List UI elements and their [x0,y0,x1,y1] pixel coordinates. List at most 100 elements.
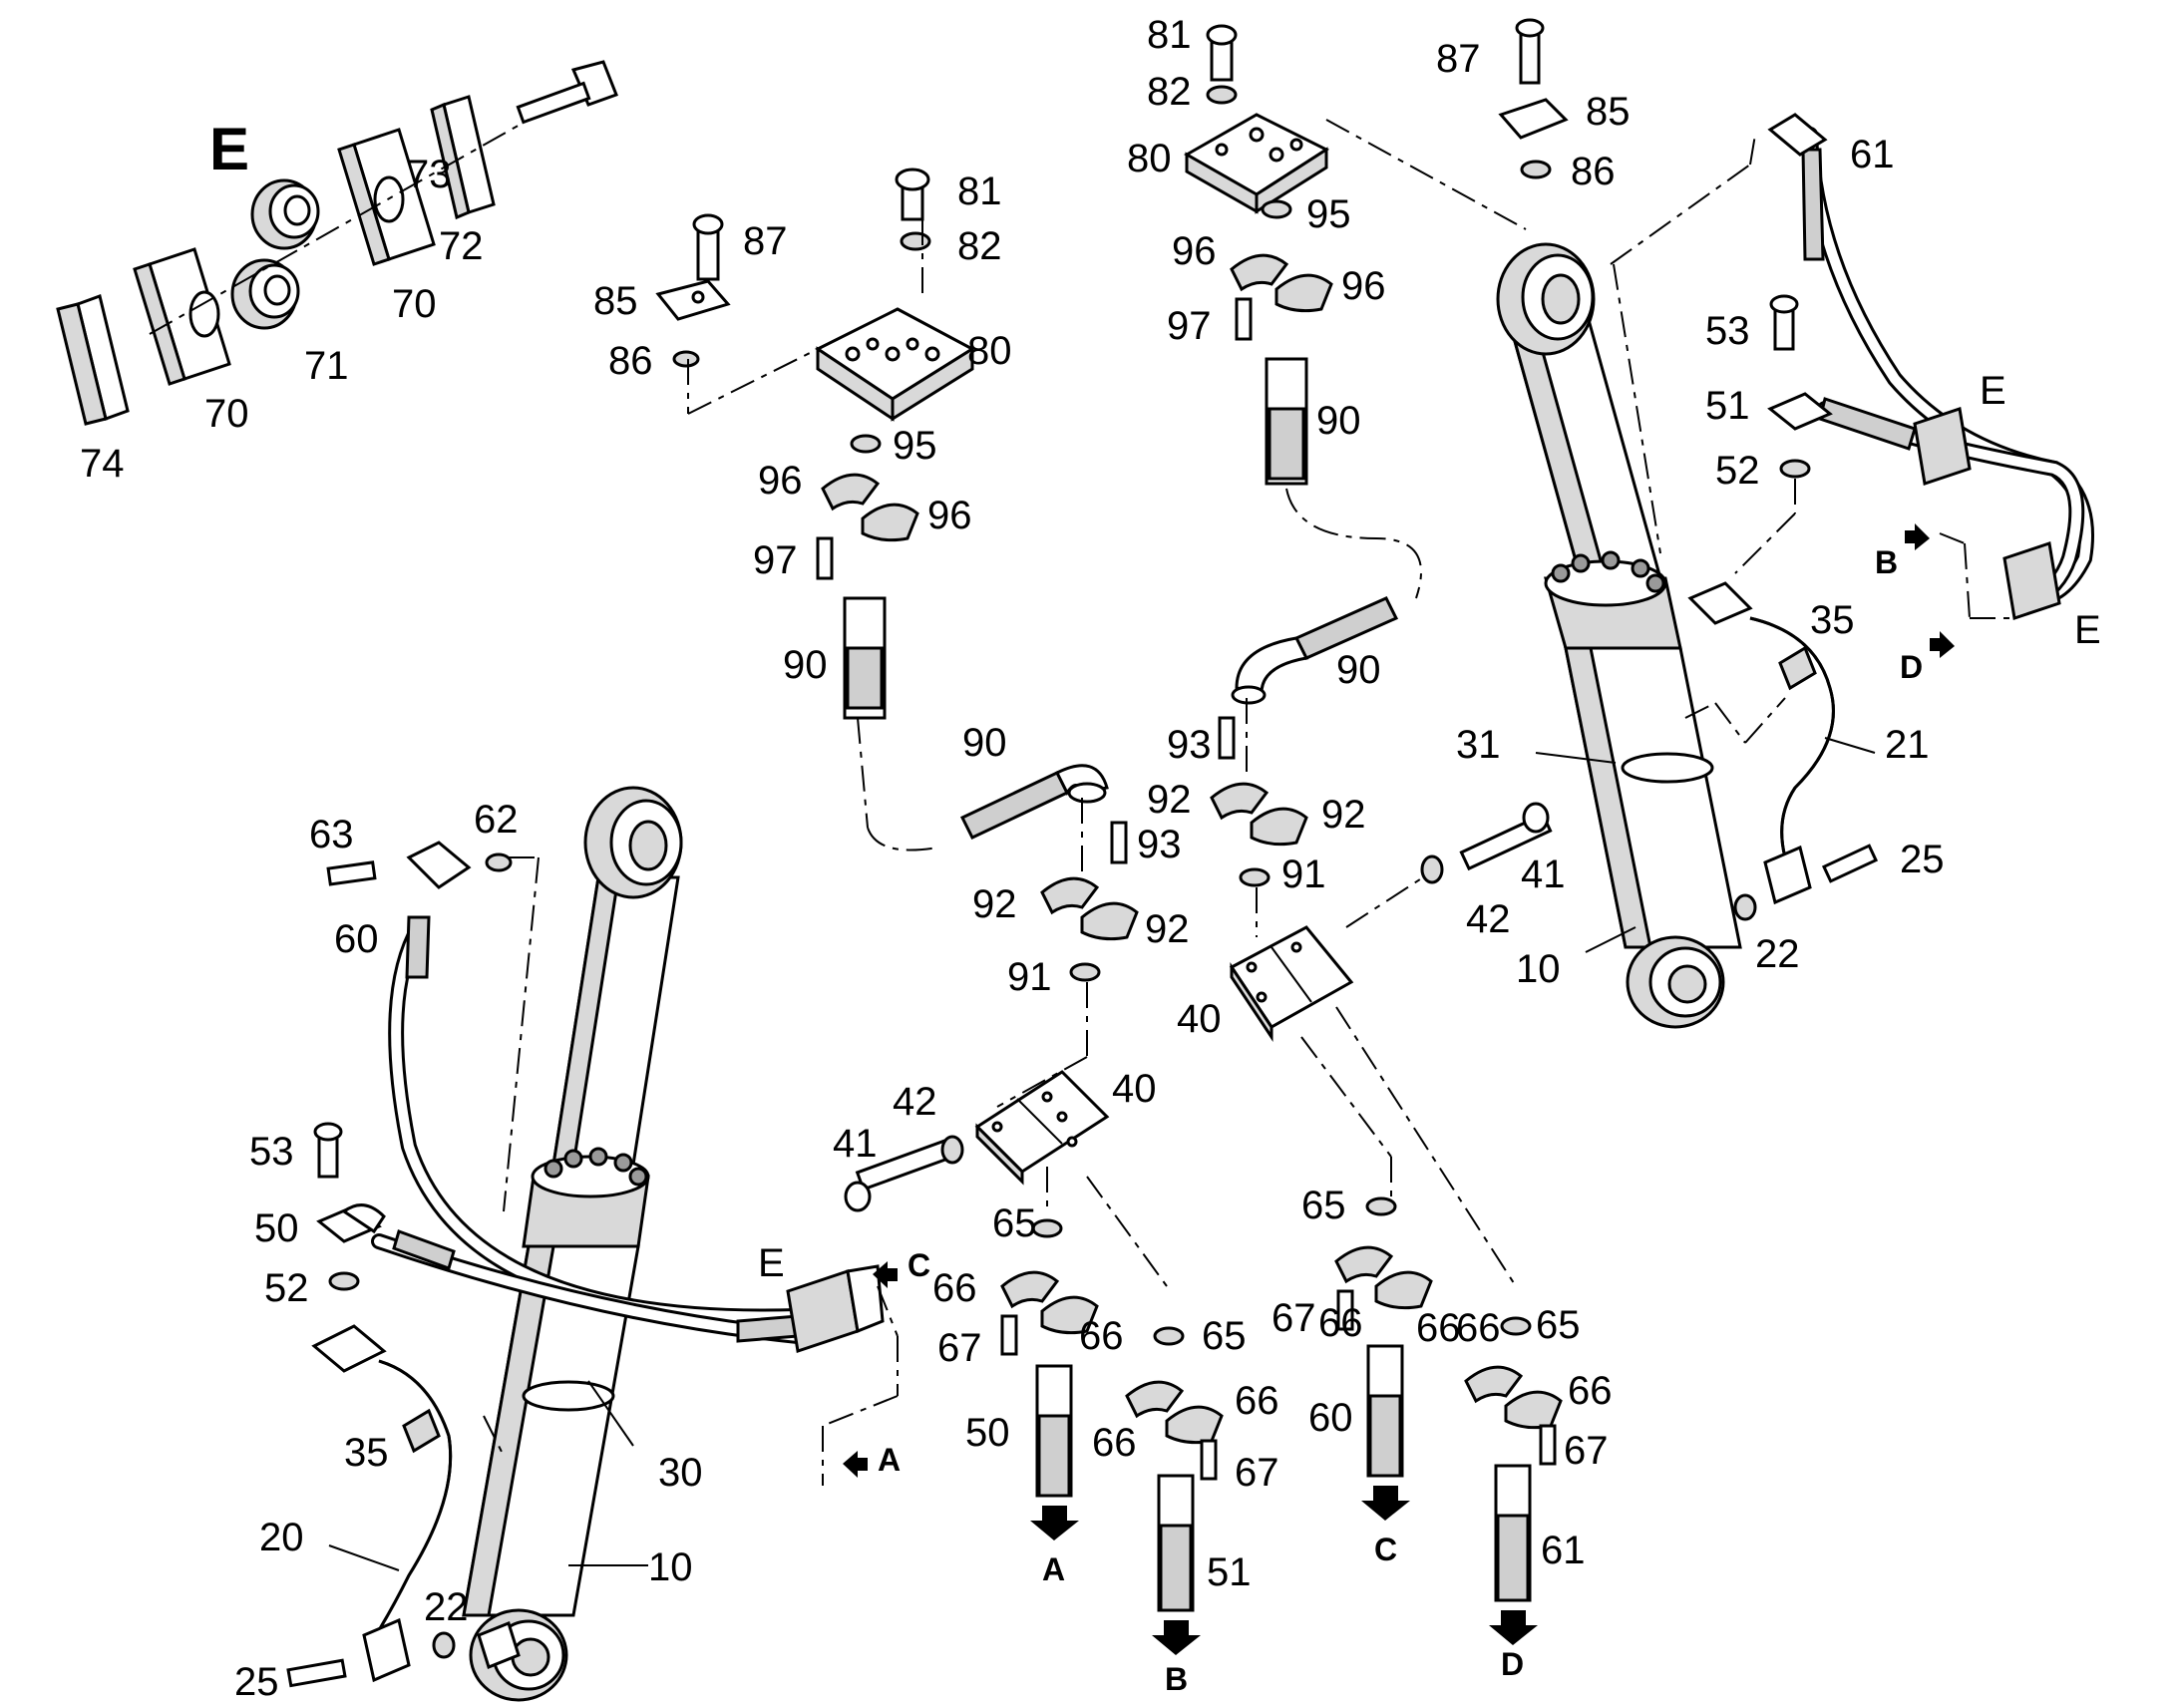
label-72: 72 [439,224,484,268]
connection-refs-right: B D [1875,523,2014,685]
label-87-right: 87 [1436,37,1481,81]
label-86-left: 86 [608,339,653,383]
pipe-21-right: 35 21 25 22 [1684,581,1945,976]
label-42-right: 42 [1466,897,1511,941]
label-66-g: 66 [1318,1301,1363,1345]
label-51-hose: 51 [1207,1550,1252,1594]
label-35-left: 35 [344,1431,389,1475]
hose-50-assembly: 65 66 66 67 50 A [932,1201,1124,1587]
label-93-left: 93 [1137,823,1182,866]
label-53-right: 53 [1705,309,1750,353]
label-67-a: 67 [937,1326,982,1370]
label-92-left-b: 92 [1145,907,1190,951]
label-66-c: 66 [1235,1379,1279,1423]
label-85-right: 85 [1586,90,1631,134]
label-22-right: 22 [1755,932,1800,976]
label-e-right-bottom: E [2074,608,2101,652]
label-93-right: 93 [1167,723,1212,767]
label-90-mid-left: 90 [962,721,1007,765]
label-10-right: 10 [1516,947,1561,991]
flange-stack-left: 81 82 87 85 86 80 95 96 96 97 90 [593,168,1012,852]
label-66-e: 66 [1416,1306,1461,1350]
label-52-left: 52 [264,1266,309,1310]
clamp-e-right-bottom: E [2002,541,2101,652]
label-61-hose: 61 [1541,1529,1586,1572]
label-95-right: 95 [1306,192,1351,236]
label-96-right-b: 96 [1341,264,1386,308]
label-50-hose: 50 [965,1411,1010,1455]
label-arrow-d-ref: D [1900,649,1923,685]
bushing-71-lower [230,258,300,330]
label-25-left: 25 [234,1660,279,1704]
label-42-left: 42 [893,1080,937,1124]
flange-halves-92-right: 93 92 92 91 [1147,698,1366,937]
hose-90-middle-left: 90 [959,721,1109,840]
flange-60-left: 63 62 60 [309,798,540,1212]
label-92-left-a: 92 [972,882,1017,926]
label-arrow-b-ref: B [1875,544,1898,580]
label-90-left: 90 [783,643,828,687]
label-96-left-b: 96 [927,494,972,537]
hose-61-right-routing: 61 [1767,113,2094,611]
label-41-left: 41 [833,1122,878,1166]
label-74: 74 [80,442,125,486]
label-40-right: 40 [1177,997,1222,1041]
label-65-b: 65 [1202,1314,1247,1358]
label-95-left: 95 [893,424,937,468]
label-40-left: 40 [1112,1067,1157,1111]
label-25-right: 25 [1900,838,1945,881]
label-92-right-b: 92 [1321,793,1366,837]
label-arrow-a-ref: A [878,1442,901,1478]
label-97-right: 97 [1167,304,1212,348]
label-96-right-a: 96 [1172,229,1217,273]
bolt-41-left: 41 42 [833,1080,964,1212]
clamp-e-left: E C A [758,1241,930,1486]
label-97-left: 97 [753,538,798,582]
hydraulic-cylinder-right: 10 31 [1456,242,1742,1029]
pipe-20-left: 35 20 22 25 [234,1324,521,1704]
hose-51-assembly: 65 66 66 67 51 B [1092,1314,1279,1697]
label-10-left: 10 [648,1545,693,1589]
label-81-right: 81 [1147,13,1192,57]
label-67-b: 67 [1235,1451,1279,1495]
label-73: 73 [407,153,452,196]
label-85-left: 85 [593,279,638,323]
label-41-right: 41 [1521,853,1566,896]
clamp-half-70-lower [133,247,231,386]
label-65-a: 65 [992,1201,1037,1245]
label-31: 31 [1456,723,1501,767]
label-81-left: 81 [957,170,1002,213]
label-60-left: 60 [334,917,379,961]
valve-block-40-right: 40 [1177,925,1354,1042]
label-50-left: 50 [254,1206,299,1250]
label-arrow-c-end: C [1374,1532,1397,1567]
label-21: 21 [1885,723,1930,767]
label-65-c: 65 [1301,1184,1346,1227]
label-82-right: 82 [1147,70,1192,114]
label-67-c: 67 [1272,1296,1316,1340]
label-66-h: 66 [1456,1306,1501,1350]
clamp-plate-72 [430,95,496,220]
label-arrow-d-end: D [1501,1646,1524,1682]
label-35-right: 35 [1810,598,1855,642]
label-arrow-b-end: B [1165,1661,1188,1697]
hose-61-assembly: 65 66 67 61 D [1464,1303,1613,1682]
label-22-left: 22 [424,1585,469,1629]
bolt-41-right: 41 42 [1345,802,1566,941]
label-66-a: 66 [932,1266,977,1310]
label-arrow-c-ref: C [908,1247,930,1283]
label-66-b: 66 [1079,1314,1124,1358]
label-66-d: 66 [1092,1421,1137,1465]
label-86-right: 86 [1571,150,1616,193]
label-80-right: 80 [1127,137,1172,180]
label-52-right: 52 [1715,449,1760,493]
label-87-left: 87 [743,219,788,263]
flange-50-left: 53 50 52 [249,1122,386,1310]
label-71: 71 [304,344,349,388]
label-82-left: 82 [957,224,1002,268]
label-53-left: 53 [249,1130,294,1174]
hydraulic-cylinder-left: 10 30 [462,786,703,1702]
label-91-left: 91 [1007,955,1052,999]
